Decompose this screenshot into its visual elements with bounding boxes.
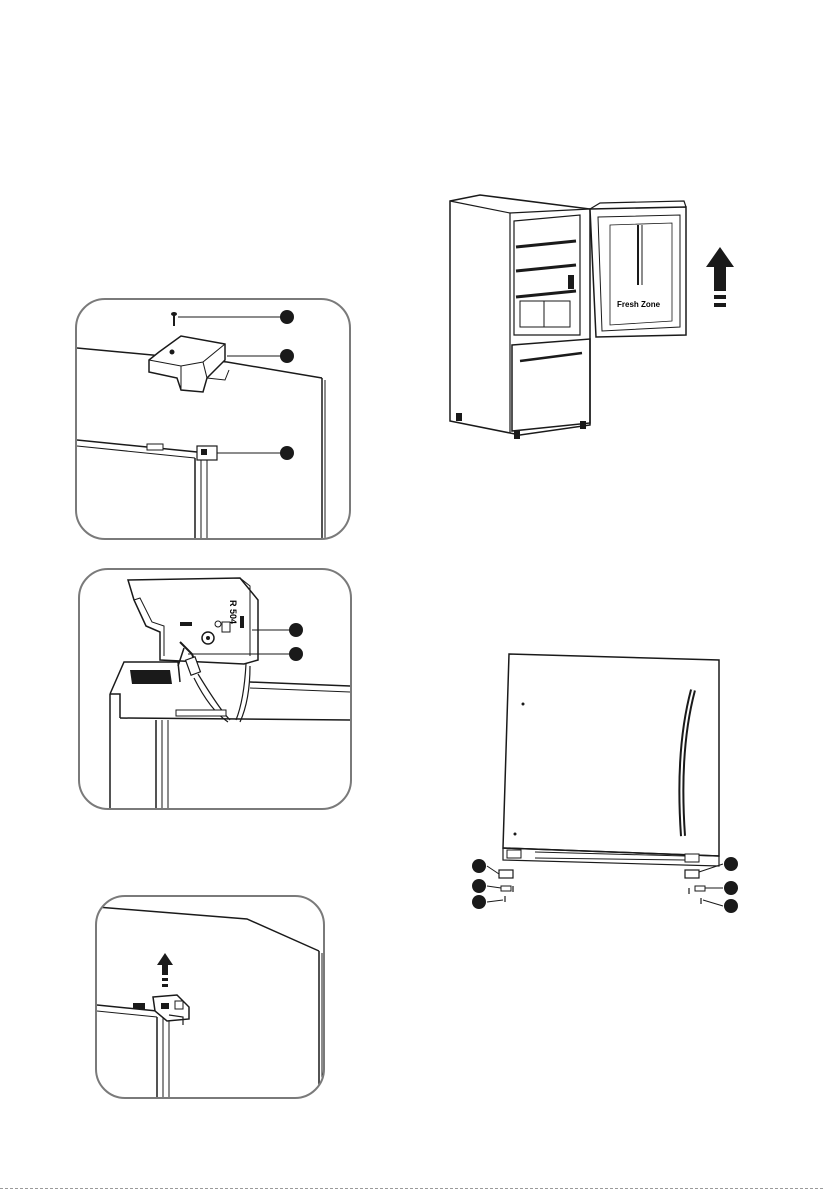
right-hinge-parts: [685, 864, 723, 906]
callout-2: [280, 349, 294, 363]
callout-1: [289, 623, 303, 637]
callout-3: [724, 899, 738, 913]
door-bottom-illustration: [465, 650, 755, 920]
callout-3: [472, 895, 486, 909]
wiring-cover-label: R 504: [228, 600, 238, 624]
callout-1: [472, 859, 486, 873]
callout-2: [724, 881, 738, 895]
callout-2: [289, 647, 303, 661]
hinge-cover-icon: [149, 336, 229, 392]
callout-1: [724, 857, 738, 871]
door-bottom-figure: [465, 650, 755, 920]
arrow-up-icon: [157, 953, 173, 987]
page-bottom-divider: [0, 1188, 823, 1189]
door-label: Fresh Zone: [617, 300, 661, 309]
open-fridge-figure: Fresh Zone: [440, 185, 740, 445]
hinge-lift-detail-panel: [95, 895, 325, 1099]
arrow-up-icon: [706, 247, 734, 307]
hinge-icon: [147, 444, 217, 460]
fresh-zone-door: Fresh Zone: [590, 201, 686, 337]
left-hinge-parts: [487, 866, 513, 902]
screw-icon: [171, 312, 177, 326]
callout-3: [280, 446, 294, 460]
callout-1: [280, 310, 294, 324]
wiring-cover-illustration: R 504: [80, 570, 350, 808]
hinge-cover-illustration: [77, 300, 349, 538]
hinge-lift-illustration: [97, 897, 323, 1097]
callout-2: [472, 879, 486, 893]
wiring-detail-panel: R 504: [78, 568, 352, 810]
hinge-cover-detail-panel: [75, 298, 351, 540]
open-fridge-illustration: Fresh Zone: [440, 185, 740, 445]
